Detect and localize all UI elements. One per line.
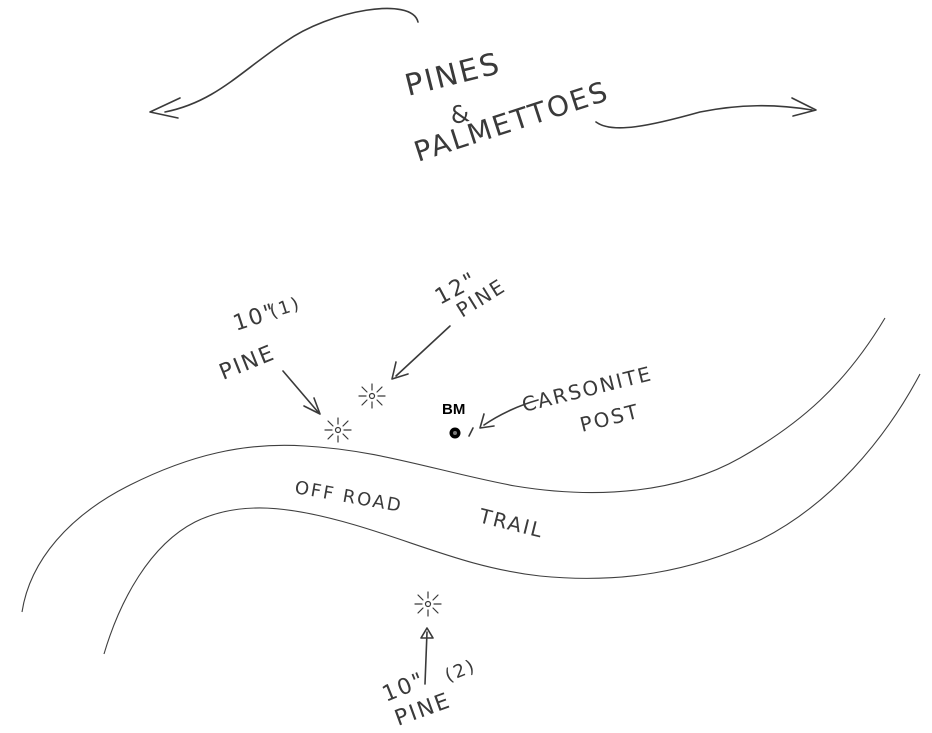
title-line-1: PINES — [401, 46, 504, 104]
pine-1-arrowhead — [303, 397, 321, 415]
pine-1-arrow — [282, 370, 319, 413]
trail-label-trail: TRAIL — [476, 503, 547, 543]
carsonite-arrowhead — [479, 413, 495, 429]
trail-edge-upper — [21, 317, 886, 613]
title-line-2: & — [448, 99, 473, 130]
pine-2-number: (2) — [442, 655, 479, 686]
pine-12-arrow — [395, 325, 451, 377]
left-curved-arrow — [164, 7, 419, 113]
pine-1-number: (1) — [267, 293, 303, 323]
benchmark-dot-icon — [449, 427, 461, 439]
carsonite-line-2: POST — [577, 399, 642, 437]
right-curved-arrow — [595, 104, 813, 129]
pine-12-callout: 12" PINE — [391, 268, 510, 380]
pine-12-arrowhead — [391, 361, 409, 380]
pine-2-arrowhead — [420, 627, 434, 639]
pine-1-label: PINE — [216, 341, 279, 386]
right-arrowhead — [791, 97, 817, 117]
carsonite-post-mark — [468, 427, 474, 437]
carsonite-callout: CARSONITE POST — [479, 361, 655, 437]
bm-label: BM — [442, 401, 465, 418]
pine-1-callout: 10" (1) PINE — [216, 293, 321, 415]
trail-label-offroad: OFF ROAD — [293, 477, 404, 517]
tree-burst-icon — [358, 383, 386, 409]
offroad-trail: OFF ROAD TRAIL — [21, 317, 921, 655]
benchmark: BM — [442, 401, 474, 439]
left-arrowhead — [149, 97, 181, 119]
tree-burst-icon — [414, 591, 442, 617]
carsonite-arrow — [483, 399, 539, 426]
trail-edge-lower — [103, 373, 921, 655]
pine-2-arrow — [424, 631, 428, 685]
pine-2-callout: 10" (2) PINE — [379, 627, 479, 732]
title-block: PINES & PALMETTOES — [149, 7, 817, 169]
tree-burst-icon — [324, 417, 352, 443]
